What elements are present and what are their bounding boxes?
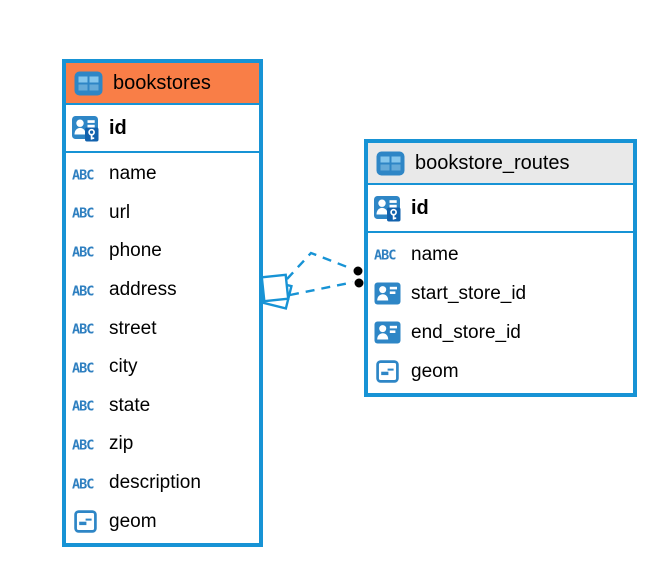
- column-name: address: [109, 279, 177, 301]
- text-type-icon: ABC: [372, 247, 403, 263]
- svg-text:ABC: ABC: [72, 399, 94, 414]
- text-type-icon: ABC: [70, 167, 101, 182]
- svg-text:ABC: ABC: [72, 244, 94, 259]
- svg-text:ABC: ABC: [72, 283, 94, 298]
- table-icon: [375, 151, 405, 176]
- svg-text:ABC: ABC: [374, 248, 396, 263]
- table-icon: [73, 71, 103, 96]
- text-type-icon: ABC: [70, 205, 101, 221]
- svg-text:ABC: ABC: [72, 322, 94, 337]
- table-bookstores[interactable]: bookstores id ABC na: [62, 59, 263, 547]
- column-name: end_store_id: [411, 321, 521, 343]
- table-bookstore-routes[interactable]: bookstore_routes id ABC: [364, 139, 637, 397]
- primary-key-icon: [372, 195, 403, 222]
- column-name: phone: [109, 240, 162, 262]
- column-row[interactable]: end_store_id: [368, 313, 633, 352]
- column-row[interactable]: ABC url: [66, 194, 259, 233]
- text-type-icon: ABC: [70, 476, 101, 491]
- column-name: name: [411, 243, 459, 265]
- primary-key-icon: [70, 115, 101, 142]
- column-list: ABC name start_store_id: [368, 233, 633, 393]
- svg-text:ABC: ABC: [72, 206, 94, 221]
- text-type-icon: ABC: [70, 360, 101, 375]
- column-row[interactable]: ABC city: [66, 348, 259, 387]
- table-title: bookstore_routes: [415, 151, 570, 174]
- column-name: url: [109, 201, 131, 223]
- column-row[interactable]: ABC name: [66, 155, 259, 194]
- column-name: start_store_id: [411, 282, 527, 304]
- table-header-bookstores[interactable]: bookstores: [66, 63, 259, 105]
- column-name: geom: [411, 360, 459, 382]
- column-name: city: [109, 356, 138, 378]
- reference-type-icon: [372, 282, 403, 305]
- svg-text:ABC: ABC: [72, 167, 94, 182]
- text-type-icon: ABC: [70, 283, 101, 298]
- column-row[interactable]: geom: [66, 502, 259, 541]
- svg-text:ABC: ABC: [72, 437, 94, 452]
- column-row[interactable]: ABC state: [66, 387, 259, 426]
- column-name: geom: [109, 510, 157, 532]
- reference-type-icon: [372, 321, 403, 344]
- column-name: description: [109, 472, 201, 494]
- column-list: ABC name ABC url ABC phone ABC address A…: [66, 153, 259, 543]
- geometry-type-icon: [70, 510, 101, 533]
- column-name: street: [109, 317, 157, 339]
- column-row[interactable]: ABC name: [368, 235, 633, 274]
- table-title: bookstores: [113, 71, 211, 94]
- column-name: zip: [109, 433, 134, 455]
- text-type-icon: ABC: [70, 244, 101, 259]
- column-row[interactable]: geom: [368, 352, 633, 391]
- column-name: id: [411, 196, 429, 219]
- column-name: id: [109, 116, 127, 139]
- geometry-type-icon: [372, 360, 403, 383]
- column-row[interactable]: start_store_id: [368, 274, 633, 313]
- table-header-bookstore-routes[interactable]: bookstore_routes: [368, 143, 633, 185]
- text-type-icon: ABC: [70, 321, 101, 337]
- column-name: state: [109, 394, 151, 416]
- column-row[interactable]: ABC street: [66, 309, 259, 348]
- column-name: name: [109, 163, 157, 185]
- column-row-id[interactable]: id: [66, 105, 259, 153]
- svg-text:ABC: ABC: [72, 476, 94, 491]
- text-type-icon: ABC: [70, 437, 101, 452]
- column-row[interactable]: ABC address: [66, 271, 259, 310]
- column-row[interactable]: ABC phone: [66, 232, 259, 271]
- column-row-id[interactable]: id: [368, 185, 633, 233]
- svg-text:ABC: ABC: [72, 360, 94, 375]
- column-row[interactable]: ABC zip: [66, 425, 259, 464]
- text-type-icon: ABC: [70, 398, 101, 414]
- column-row[interactable]: ABC description: [66, 464, 259, 503]
